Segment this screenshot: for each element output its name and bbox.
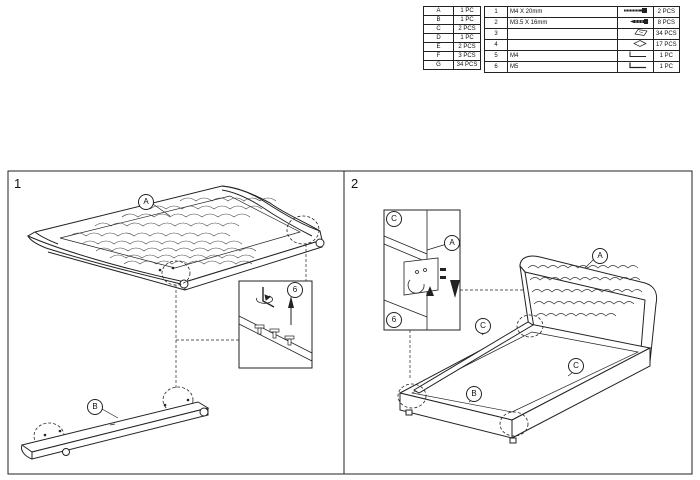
- callout-part-b: B: [466, 386, 482, 402]
- callout-part-b: B: [87, 399, 103, 415]
- step-number-2: 2: [351, 176, 359, 191]
- table-row: 6 M5 1 PC: [484, 61, 680, 73]
- direction-arrow: [288, 296, 294, 308]
- hardware-qty: 1 PC: [653, 61, 680, 73]
- allen-key-icon: [629, 62, 646, 69]
- callout-part-a: A: [444, 235, 460, 251]
- step1-headboard-drawing: [26, 185, 325, 291]
- step2-tufting-pattern: [527, 265, 643, 317]
- callout-part-c: C: [475, 318, 491, 334]
- hardware-qty: 1 PC: [653, 50, 680, 62]
- bolt-icon: [254, 324, 295, 346]
- steps-frame: [7, 170, 693, 475]
- rail-screws: [43, 266, 190, 437]
- diamond-plate-icon: [633, 40, 647, 47]
- detail-highlight: [286, 215, 320, 245]
- step2-detail-box: [383, 209, 461, 331]
- table-row: 2 M3.5 X 16mm 8 PCS: [484, 17, 680, 29]
- detail-highlight: [397, 383, 427, 409]
- guide-lines: [409, 289, 527, 380]
- direction-arrow: [450, 280, 460, 298]
- callout-hardware-6: 6: [287, 282, 303, 298]
- screw-icon: [630, 19, 648, 24]
- part-b-rail-drawing: [20, 401, 210, 460]
- part-qty: 34 PCS: [453, 60, 481, 70]
- detail-highlight: [499, 411, 529, 437]
- callout-part-a: A: [592, 248, 608, 264]
- step-number-1: 1: [14, 176, 22, 191]
- detail-highlight: [516, 314, 544, 338]
- bolt-icon: [440, 268, 446, 279]
- callout-part-a: A: [138, 194, 154, 210]
- table-row: 4 17 PCS: [484, 39, 680, 51]
- hardware-desc: M5: [507, 61, 618, 73]
- allen-key-icon: [629, 51, 646, 57]
- hardware-table: 1 M4 X 20mm 2 PCS 2 M3.5 X 16mm 8 PCS 3 …: [484, 6, 680, 73]
- direction-arrow: [426, 286, 434, 296]
- callout-part-c: C: [568, 358, 584, 374]
- callout-part-c: C: [386, 211, 402, 227]
- table-row: 3 34 PCS: [484, 28, 680, 40]
- step2-bed-frame-drawing: [398, 255, 658, 444]
- guide-lines: [175, 244, 307, 388]
- step1-tufting-pattern: [69, 197, 277, 265]
- callout-hardware-6: 6: [386, 312, 402, 328]
- button-cap-icon: [634, 29, 648, 36]
- hardware-qty: 2 PCS: [653, 6, 680, 18]
- long-bolt-icon: [624, 8, 647, 13]
